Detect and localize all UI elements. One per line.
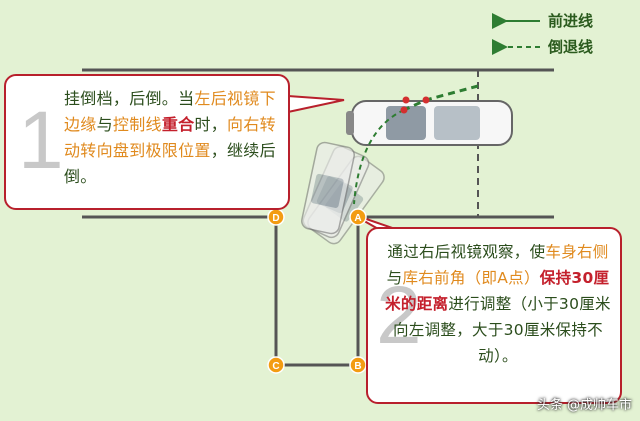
svg-text:B: B bbox=[354, 361, 361, 372]
callout-1-pointer bbox=[287, 94, 345, 114]
left-mirror-dot bbox=[402, 96, 410, 104]
step-2-number: 2 bbox=[376, 270, 422, 361]
step1-text-segment: 挂倒档，后倒。当 bbox=[64, 89, 195, 108]
step1-text-segment: 左后视镜下边缘 bbox=[64, 89, 276, 134]
main-car bbox=[346, 96, 513, 146]
step1-text-segment: ，继续后倒。 bbox=[64, 141, 276, 186]
step-1-text: 挂倒档，后倒。当左后视镜下边缘与控制线重合时，向右转动转向盘到极限位置，继续后倒… bbox=[64, 86, 282, 190]
step2-text-segment: 通过右后视镜观察，使 bbox=[387, 243, 546, 261]
svg-text:A: A bbox=[354, 213, 361, 224]
step-1-callout: 1 挂倒档，后倒。当左后视镜下边缘与控制线重合时，向右转动转向盘到极限位置，继续… bbox=[4, 74, 290, 210]
step2-text-segment: 与 bbox=[386, 269, 403, 287]
reverse-point-1 bbox=[422, 96, 430, 104]
step2-text-segment: 车身右侧 bbox=[545, 243, 609, 261]
point-c-marker: C bbox=[267, 356, 285, 374]
reverse-point-2 bbox=[400, 106, 408, 114]
step-2-callout: 2 通过右后视镜观察，使车身右侧与库右前角（即A点）保持30厘米的距离进行调整（… bbox=[366, 227, 622, 404]
svg-text:D: D bbox=[272, 213, 279, 224]
step1-text-segment: 向右转动转向盘到极限位置 bbox=[64, 115, 276, 160]
step2-text-segment: 库右前角 bbox=[402, 269, 466, 287]
legend-reverse-label: 倒退线 bbox=[548, 38, 594, 56]
point-d-marker: D bbox=[267, 208, 285, 226]
reverse-turn-line bbox=[353, 109, 405, 205]
step-1-number: 1 bbox=[18, 95, 64, 186]
step2-text-segment: 进行调整（小于30厘米向左调整，大于30厘米保持不动）。 bbox=[393, 295, 611, 365]
step2-text-segment: 保持30厘米的距离 bbox=[385, 269, 610, 313]
legend-forward-label: 前进线 bbox=[548, 12, 594, 30]
point-b-marker: B bbox=[349, 356, 367, 374]
step1-text-segment: 与 bbox=[96, 115, 113, 134]
step1-text-segment: 控制线 bbox=[112, 115, 162, 134]
ghost-car-3 bbox=[301, 141, 355, 235]
point-a-marker: A bbox=[349, 208, 367, 226]
step1-text-segment: 时， bbox=[194, 115, 228, 134]
watermark: 头条 @成帅车市 bbox=[536, 398, 632, 413]
step-2-text: 通过右后视镜观察，使车身右侧与库右前角（即A点）保持30厘米的距离进行调整（小于… bbox=[382, 239, 614, 369]
step1-text-segment: 重合 bbox=[161, 115, 195, 134]
svg-text:C: C bbox=[272, 361, 279, 372]
step2-text-segment: （即A点） bbox=[465, 269, 540, 287]
